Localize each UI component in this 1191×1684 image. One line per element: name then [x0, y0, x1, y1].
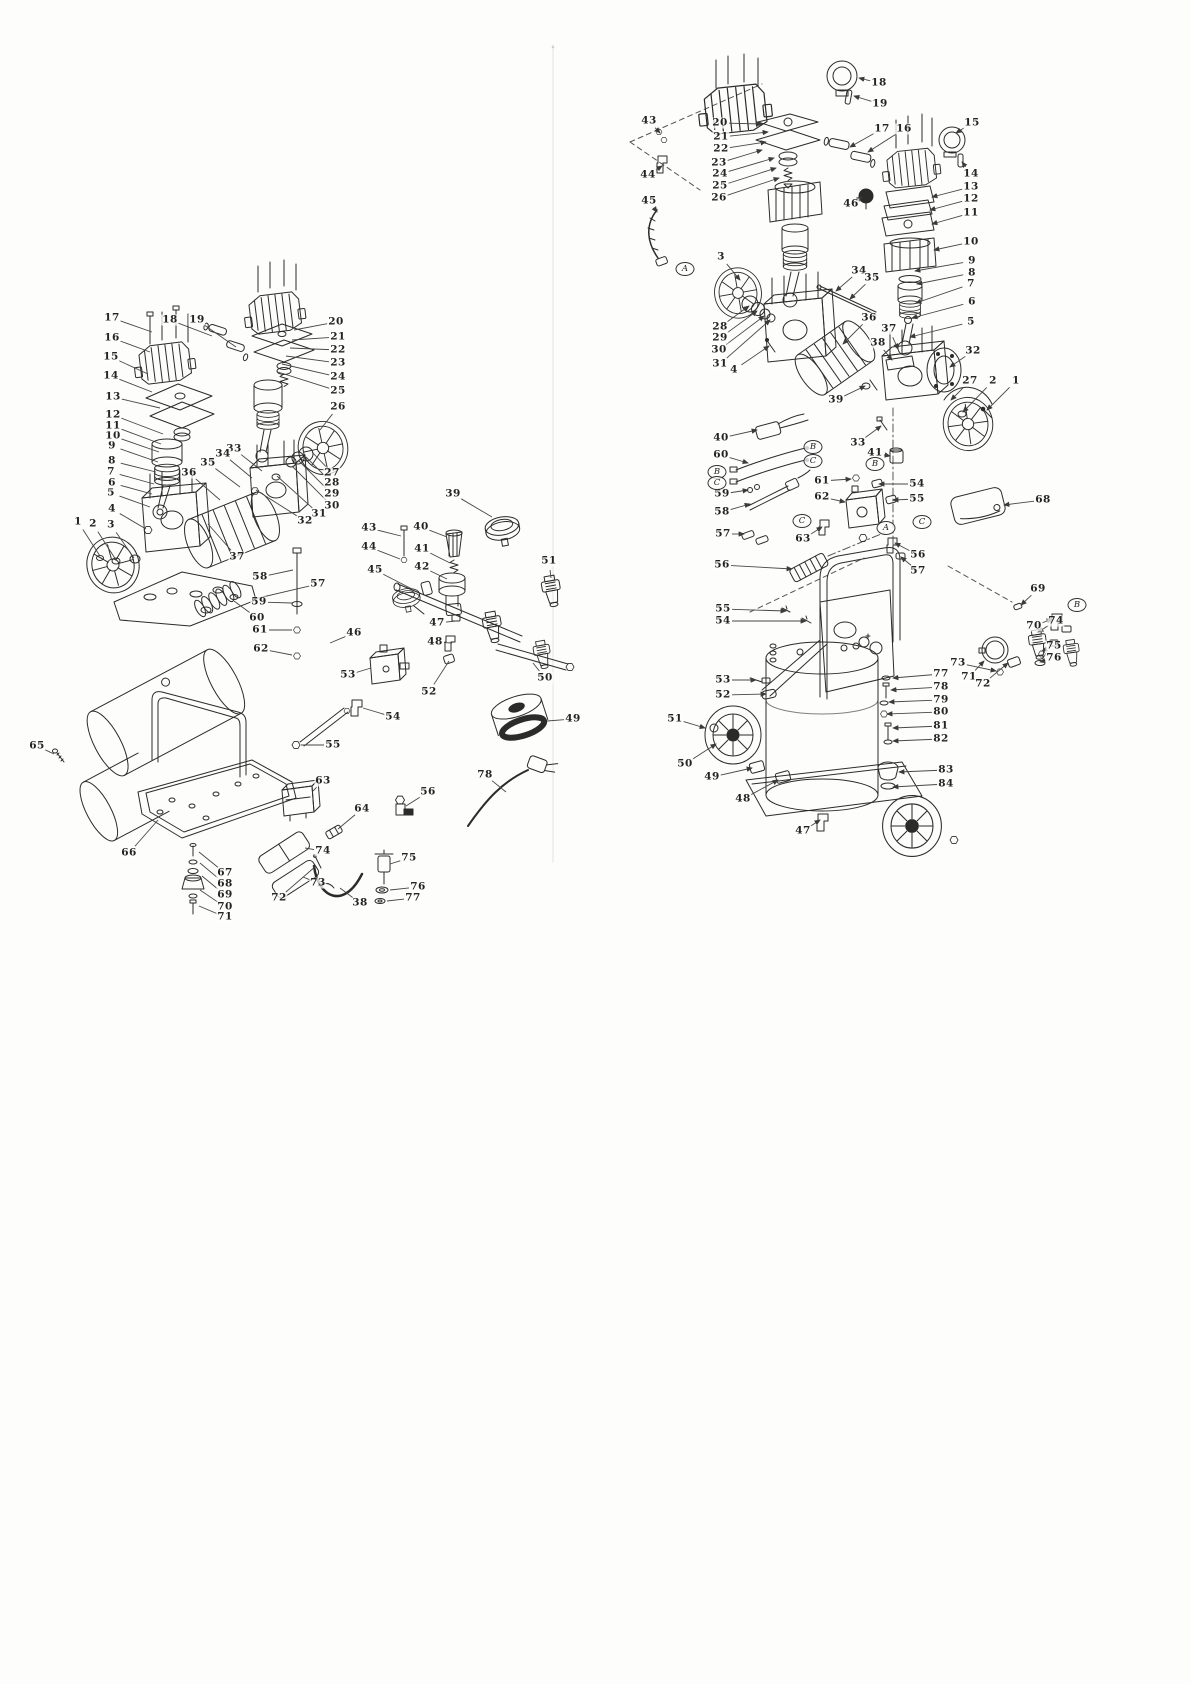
diagram-artwork: [52, 44, 1082, 915]
callout-leader-lines: [44, 76, 1053, 914]
